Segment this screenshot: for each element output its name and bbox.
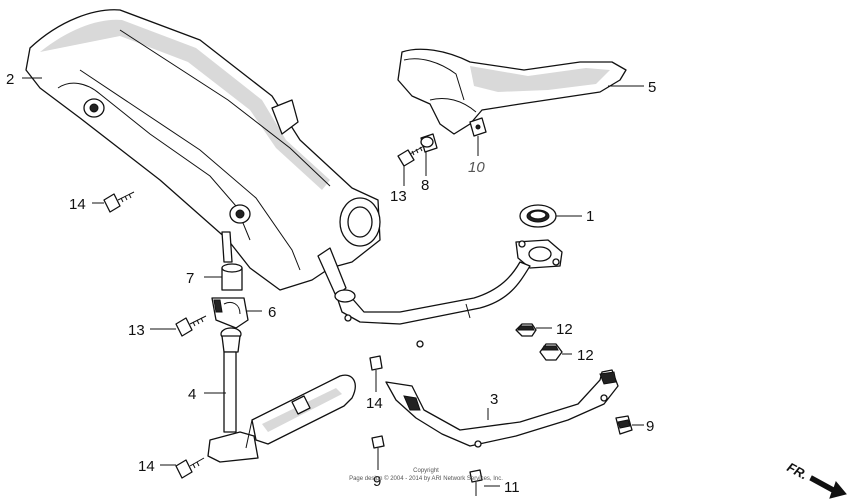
cap-nut-b-part[interactable] xyxy=(539,343,563,361)
bolt-9-lower-part[interactable] xyxy=(371,435,385,462)
exhaust-pipe-part[interactable] xyxy=(207,327,356,463)
bolt-11-part[interactable] xyxy=(469,469,483,496)
exhaust-gasket-part[interactable] xyxy=(519,204,557,228)
callout-12-a: 12 xyxy=(556,321,573,338)
front-arrow-icon xyxy=(809,475,847,499)
copyright-line-2: Page design © 2004 - 2014 by ARI Network… xyxy=(349,475,503,482)
callout-6: 6 xyxy=(268,304,276,321)
bolt-9-right-part[interactable] xyxy=(615,415,633,435)
callout-14-middle: 14 xyxy=(366,395,383,412)
bolt-14-middle-part[interactable] xyxy=(369,355,383,384)
bolt-14-lower-part[interactable] xyxy=(175,457,205,479)
heat-shield-part[interactable] xyxy=(397,48,627,135)
copyright-line-1: Copyright xyxy=(413,468,439,474)
cap-nut-a-part[interactable] xyxy=(515,323,537,337)
callout-12-b: 12 xyxy=(577,347,594,364)
callout-9-right: 9 xyxy=(646,418,654,435)
callout-4: 4 xyxy=(188,386,196,403)
collar-upper-part[interactable] xyxy=(420,133,438,153)
callout-14-lower: 14 xyxy=(138,458,155,475)
front-direction-indicator: FR. xyxy=(785,459,847,499)
callout-11: 11 xyxy=(504,479,520,496)
callout-1: 1 xyxy=(586,208,594,225)
callout-2: 2 xyxy=(6,71,14,88)
collar-lower-part[interactable] xyxy=(221,263,243,291)
callout-9-lower: 9 xyxy=(373,473,381,490)
bolt-upper-part[interactable] xyxy=(397,145,425,167)
exhaust-pipe-upper[interactable] xyxy=(317,239,563,348)
callout-10: 10 xyxy=(468,159,485,176)
pipe-protector-part[interactable] xyxy=(385,369,619,448)
bolt-14-upper-part[interactable] xyxy=(103,191,135,213)
callout-14-upper: 14 xyxy=(69,196,86,213)
callout-3: 3 xyxy=(490,391,498,408)
clamp-part[interactable] xyxy=(211,297,249,329)
bolt-lower-part[interactable] xyxy=(175,315,207,337)
callout-5: 5 xyxy=(648,79,656,96)
leader-lines xyxy=(22,77,644,487)
front-label: FR. xyxy=(785,459,811,482)
clip-nut-part[interactable] xyxy=(469,117,487,137)
callout-13-lower: 13 xyxy=(128,322,145,339)
callout-13-upper: 13 xyxy=(390,188,407,205)
muffler-protector-part[interactable] xyxy=(25,9,381,291)
callout-7: 7 xyxy=(186,270,194,287)
callout-8: 8 xyxy=(421,177,429,194)
